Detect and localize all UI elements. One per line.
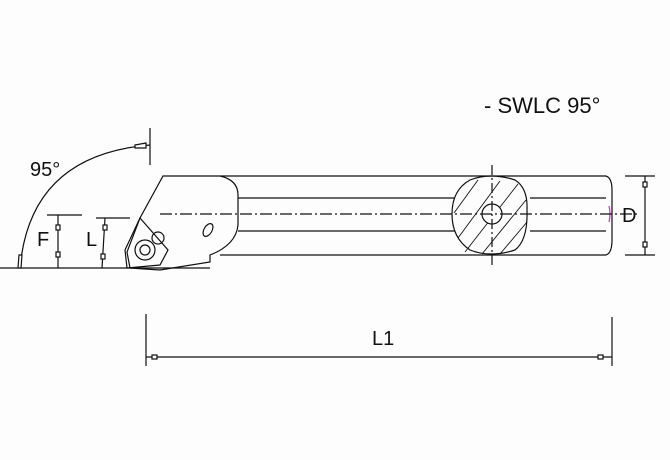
insert-clamp-outer [134, 239, 156, 261]
insert-clamp-inner [139, 244, 151, 256]
tool-head [126, 175, 239, 271]
dimension-L1-label: L1 [372, 328, 395, 350]
tool-type-title: - SWLC 95° [484, 93, 601, 118]
dimension-F-label: F [37, 229, 50, 251]
angle-label: 95° [30, 159, 61, 181]
dimension-L-label: L [86, 229, 98, 251]
shank-end [605, 175, 613, 256]
angle-arc [19, 144, 151, 269]
insert [124, 216, 169, 269]
arc-arrow [134, 142, 147, 149]
dimension-D-label: D [622, 205, 637, 227]
screw-hole [202, 223, 214, 237]
arc-arrow [17, 254, 23, 269]
